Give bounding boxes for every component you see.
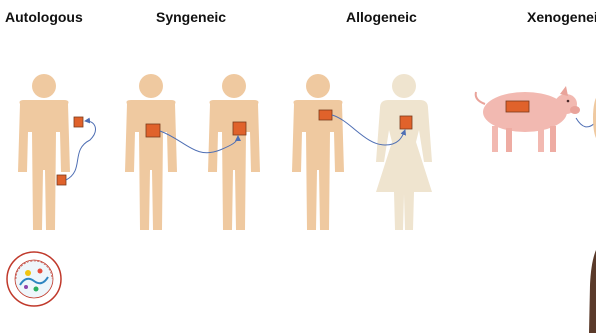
autologous-tissue-donor-site [57, 175, 66, 185]
pig-donor [476, 86, 580, 152]
syngeneic-donor-person [125, 74, 177, 230]
syngeneic-recipient-person [208, 74, 260, 230]
syngeneic-recipient-tissue [233, 122, 246, 135]
syngeneic-donor-tissue [146, 124, 160, 137]
allogeneic-donor-tissue [319, 110, 332, 120]
allogeneic-donor-person [292, 74, 344, 230]
institute-seal-logo [6, 251, 62, 307]
presenter-thumbnail-edge [589, 250, 596, 333]
xenogeneic-donor-tissue [506, 101, 529, 112]
allogeneic-recipient-person [376, 74, 432, 230]
autologous-person [18, 74, 70, 230]
xenogeneic-transfer-arrow [576, 118, 596, 127]
autologous-tissue-graft [74, 117, 83, 127]
allogeneic-recipient-tissue [400, 116, 412, 129]
autologous-transfer-arrow [66, 121, 95, 180]
